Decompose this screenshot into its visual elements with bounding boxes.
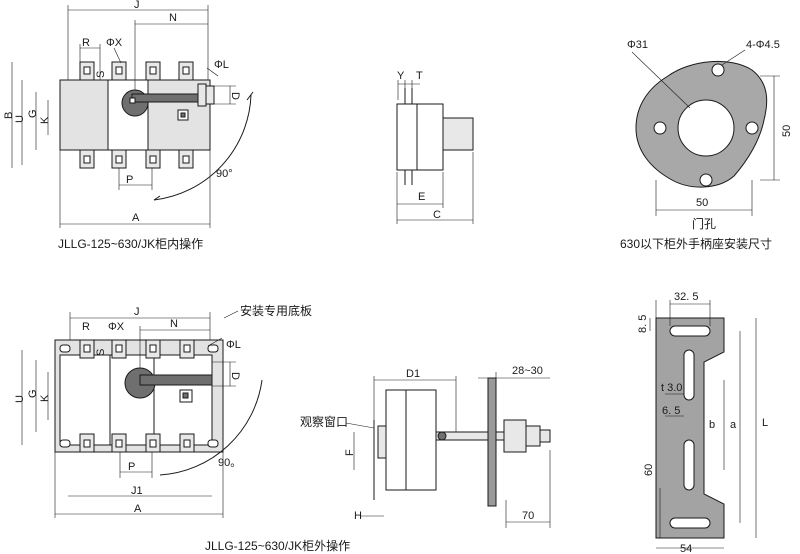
mount-hole [699, 173, 713, 187]
dim-d65: 6. 5 [662, 405, 680, 417]
dim-G: G [27, 389, 39, 398]
swing-arc [153, 94, 252, 201]
dim-S: S [95, 349, 107, 356]
door-hole-view: Φ31 4-Φ4.5 50 50 门孔 630以下柜外手柄座安装尺寸 [620, 39, 793, 251]
dim-holes: 4-Φ4.5 [746, 39, 780, 51]
dim-PhiX: ΦX [108, 321, 125, 333]
dim-B: B [3, 112, 15, 119]
dim-P: P [126, 174, 133, 186]
dim-R: R [82, 321, 90, 333]
swing-arc [159, 379, 263, 476]
dim-J1: J1 [131, 485, 143, 497]
dim-D1: D1 [406, 368, 420, 380]
slot-bottom [669, 517, 711, 529]
dim-PhiL: ΦL [214, 59, 229, 71]
side-view-inside: Y T E C [396, 70, 474, 224]
dim-K: K [39, 116, 51, 124]
dim-N: N [169, 12, 177, 24]
handle-panel [109, 354, 155, 446]
dim-d85: 8. 5 [637, 315, 649, 333]
dim-w325: 32. 5 [674, 291, 698, 303]
dim-A: A [132, 212, 140, 224]
dim-h50: 50 [781, 125, 793, 137]
caption-handle-mount: 630以下柜外手柄座安装尺寸 [620, 236, 772, 251]
dim-D: D [229, 92, 241, 100]
label-mount-plate: 安装专用底板 [240, 303, 312, 318]
dim-S: S [95, 71, 107, 78]
dim-door-thickness: 28~30 [512, 365, 543, 377]
cabinet-door [487, 377, 497, 507]
dim-PhiX: ΦX [106, 37, 123, 49]
handle-shaft [139, 374, 213, 386]
mount-hole [745, 121, 759, 135]
plate-outline [655, 317, 725, 539]
dim-D: D [229, 372, 241, 380]
dim-C: C [433, 209, 441, 221]
caption-door-hole: 门孔 [692, 216, 716, 231]
dim-P: P [128, 461, 135, 473]
mounting-plate-view: 32. 5 8. 5 t 3.0 6. 5 b a L 60 54 [637, 291, 768, 554]
caption-inside-operation: JLLG-125~630/JK柜内操作 [58, 236, 203, 251]
dim-angle: 90° [216, 168, 233, 180]
label-observation-window: 观察窗口 [300, 415, 348, 429]
dim-J: J [134, 0, 140, 11]
dim-Y: Y [397, 70, 405, 82]
dim-w50: 50 [696, 197, 708, 209]
dim-len70: 70 [522, 510, 534, 522]
slot-vertical-lower [683, 439, 695, 491]
dim-b: b [709, 419, 715, 431]
dim-H: H [354, 510, 362, 522]
dim-U: U [14, 115, 26, 123]
outside-handle [503, 419, 527, 453]
dim-w54: 54 [680, 543, 692, 554]
dim-L: L [762, 417, 768, 429]
dim-G: G [27, 109, 39, 118]
slot-vertical-upper [683, 349, 695, 401]
dim-U: U [14, 395, 26, 403]
dim-R: R [82, 37, 90, 49]
front-view-outside: J N R ΦX S ΦL D U G K P J1 A 90。 安装专用底板 … [14, 303, 350, 553]
dim-angle: 90。 [218, 457, 241, 469]
dim-E: E [418, 191, 425, 203]
caption-outside-operation: JLLG-125~630/JK柜外操作 [205, 538, 350, 553]
dim-A: A [134, 503, 142, 515]
mount-hole [711, 63, 725, 77]
dim-F: F [344, 449, 356, 456]
mount-hole [653, 121, 667, 135]
observation-window [377, 425, 387, 459]
dim-N: N [170, 318, 178, 330]
dim-T: T [416, 70, 423, 82]
dim-PhiL: ΦL [226, 339, 241, 351]
dim-phi31: Φ31 [627, 39, 648, 51]
dim-d60: 60 [643, 464, 655, 476]
handle-panel [107, 79, 149, 151]
center-hole [677, 99, 735, 157]
dim-a: a [730, 419, 737, 431]
slot-top [669, 325, 711, 337]
dim-J: J [134, 306, 140, 318]
dim-K: K [39, 394, 51, 402]
front-view-inside: J N R ΦX S ΦL D B U G K P A 90° JLLG-125… [3, 0, 254, 251]
dim-t30: t 3.0 [661, 382, 682, 394]
side-handle [442, 117, 474, 151]
side-view-outside: D1 28~30 F H 70 观察窗口 [300, 365, 551, 528]
